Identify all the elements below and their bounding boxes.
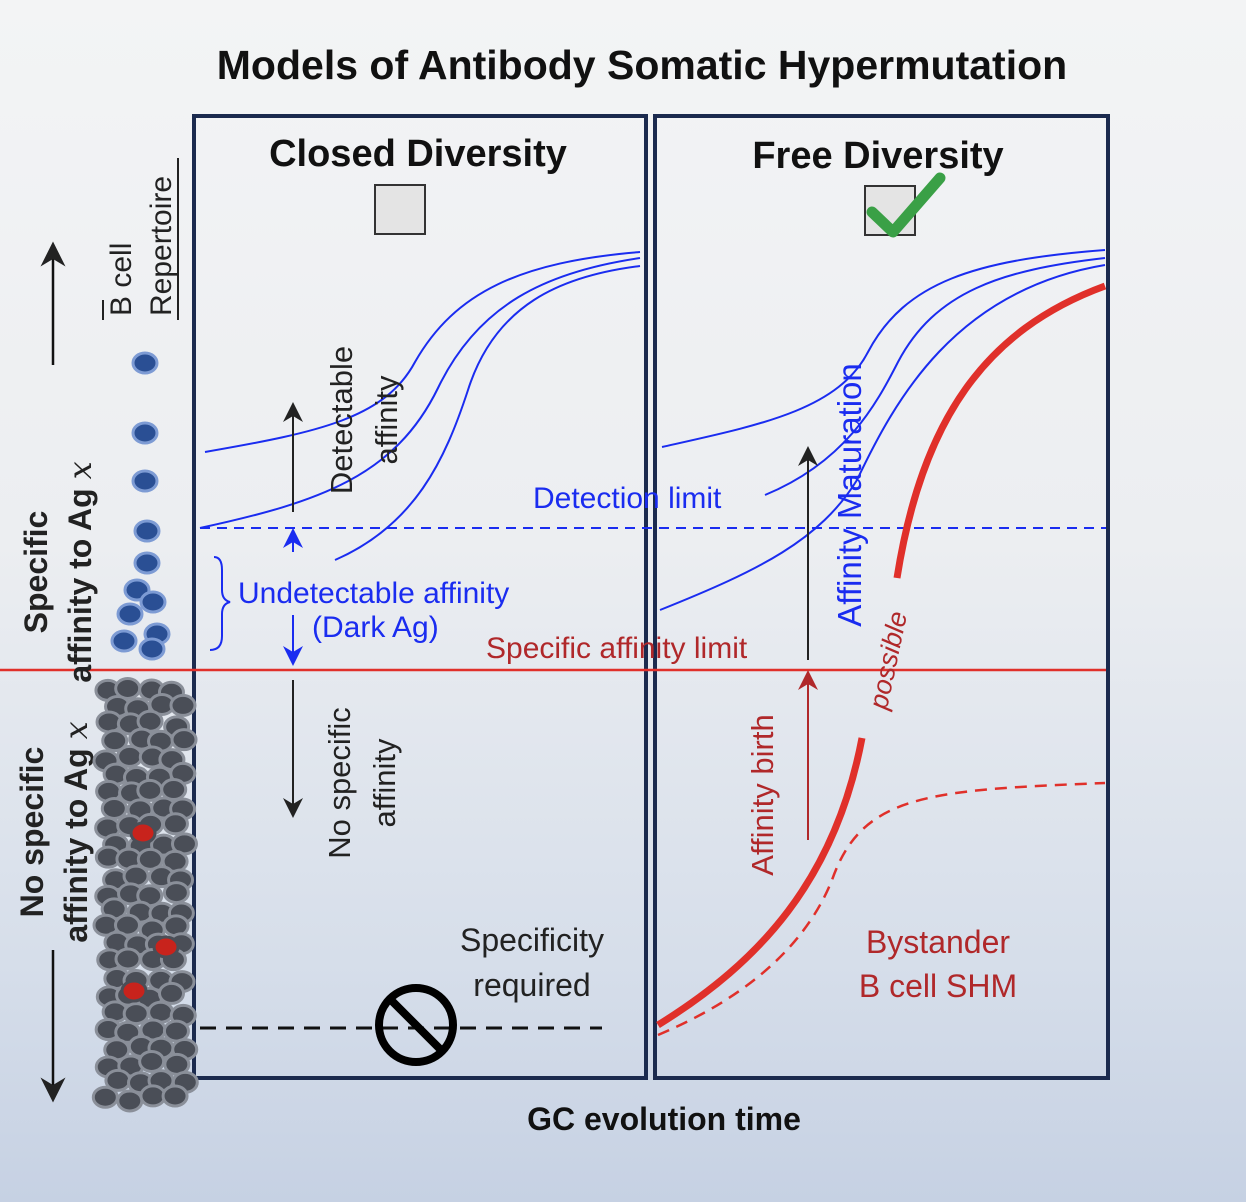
closed-diversity-curves	[199, 251, 641, 561]
nonspecific-b-cell	[170, 728, 198, 752]
detectable-label-line2: affinity	[369, 375, 404, 465]
bystander-label-line2: B cell SHM	[859, 968, 1017, 1004]
nonspecific-b-cell	[116, 1089, 144, 1113]
x-axis-label: GC evolution time	[527, 1101, 801, 1137]
closed-diversity-panel	[192, 114, 648, 1080]
nonspecific-b-cell	[157, 981, 185, 1005]
specific-b-cell	[131, 351, 159, 375]
bystander-label-line1: Bystander	[866, 924, 1010, 960]
specific-affinity-limit-label: Specific affinity limit	[486, 632, 748, 665]
specific-affinity-text: affinity to Ag	[62, 488, 98, 682]
specificity-required-line2: required	[473, 967, 590, 1003]
nonspecific-b-cell	[139, 1084, 167, 1108]
diagram-title: Models of Antibody Somatic Hypermutation	[217, 42, 1067, 88]
nonspecific-b-cell	[122, 1002, 150, 1026]
affinity-curve	[204, 251, 641, 453]
affinity-curve	[659, 264, 1106, 611]
closed-diversity-checkbox	[374, 184, 426, 235]
detection-limit-label: Detection limit	[533, 482, 722, 515]
nonspecific-b-cell	[100, 796, 128, 820]
nonspecific-b-cell	[161, 812, 189, 836]
antigen-variable: x	[57, 721, 95, 739]
undetectable-affinity-label: Undetectable affinity	[238, 577, 509, 610]
specific-b-cell	[116, 602, 144, 626]
green-check-icon	[866, 172, 946, 238]
affinity-curve	[199, 257, 641, 529]
nonspecific-b-cell	[169, 693, 197, 717]
nonspecific-b-cell	[162, 881, 190, 905]
nonspecific-b-cell	[160, 778, 188, 802]
b-cell-repertoire	[91, 351, 199, 1113]
no-specific-affinity-text: affinity to Ag	[58, 748, 94, 942]
specificity-required-line1: Specificity	[460, 922, 604, 958]
nonspecific-b-cell	[116, 744, 144, 768]
affinity-maturation-label: Affinity Maturation	[831, 363, 868, 627]
closed-diversity-title: Closed Diversity	[269, 133, 567, 175]
no-specific-affinity-line2: affinity	[367, 738, 402, 828]
possible-label: possible	[863, 609, 913, 713]
bystander-curve	[657, 781, 1106, 1037]
affinity-curve	[661, 249, 1106, 448]
no-specific-affinity-axis-line2: affinity to Ag x	[57, 721, 95, 942]
b-cell-label: B cell	[105, 243, 138, 316]
repertoire-label: Repertoire	[145, 176, 178, 316]
free-diversity-sigmoid	[656, 737, 866, 1028]
no-specific-affinity-axis-line1: No specific	[14, 747, 50, 918]
specific-affinity-line1: Specific	[18, 511, 54, 634]
rare-specific-b-cell	[120, 979, 148, 1003]
specific-b-cell	[133, 551, 161, 575]
undetectable-brace	[209, 556, 231, 651]
specific-b-cell	[138, 637, 166, 661]
no-specific-affinity-line1: No specific	[322, 707, 357, 859]
nonspecific-b-cell	[161, 1084, 189, 1108]
nonspecific-b-cell	[114, 947, 142, 971]
nonspecific-b-cell	[138, 1049, 166, 1073]
prohibited-icon	[375, 984, 457, 1066]
specific-b-cell	[131, 421, 159, 445]
free-diversity-curves	[659, 249, 1106, 611]
nonspecific-b-cell	[101, 729, 129, 753]
specific-b-cell	[133, 519, 161, 543]
affinity-birth-label: Affinity birth	[745, 714, 780, 875]
specific-affinity-line2: affinity to Ag x	[61, 461, 99, 682]
rare-specific-b-cell	[152, 935, 180, 959]
nonspecific-b-cell	[91, 1085, 119, 1109]
specific-b-cell	[139, 590, 167, 614]
specific-b-cell	[131, 469, 159, 493]
specific-b-cell	[110, 629, 138, 653]
antigen-variable: x	[61, 461, 99, 479]
nonspecific-b-cell	[136, 778, 164, 802]
affinity-curve	[764, 257, 1106, 496]
dark-ag-label: (Dark Ag)	[312, 611, 439, 644]
detectable-label-line1: Detectable	[324, 346, 359, 494]
free-diversity-title: Free Diversity	[752, 135, 1003, 177]
free-diversity-sigmoid-upper	[893, 282, 1107, 579]
rare-specific-b-cell	[129, 821, 157, 845]
free-diversity-panel	[653, 114, 1110, 1080]
affinity-curve	[334, 265, 641, 561]
